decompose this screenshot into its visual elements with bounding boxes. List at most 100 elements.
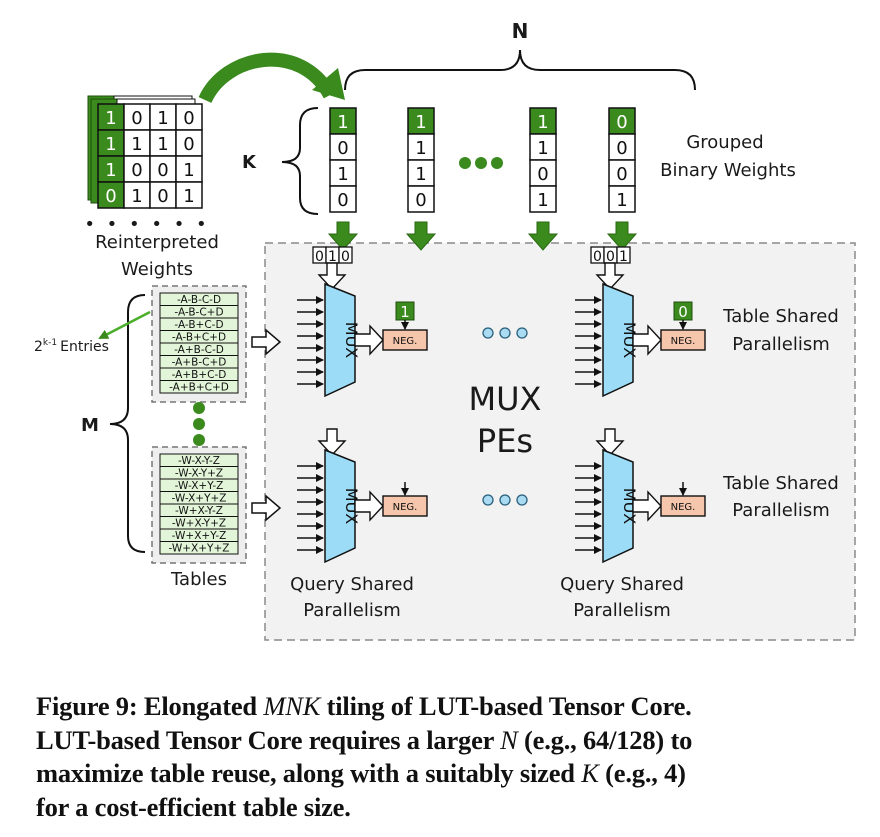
tables-label: Tables [170, 569, 227, 590]
table-top-entry: -A+B-C+D [172, 357, 227, 369]
transfer-arrow [198, 52, 337, 104]
weights-matrix-value: 1 [105, 160, 116, 181]
table-shared-label-top-1: Table Shared [722, 306, 839, 327]
weights-matrix-value: 1 [183, 160, 194, 181]
green-down-arrow-icon [606, 221, 638, 251]
grouped-binary-weights-label-1: Grouped [686, 132, 763, 153]
table-bottom-entry: -W-X+Y-Z [175, 480, 224, 492]
weights-matrix-cell [149, 181, 177, 209]
weights-matrix-value: 0 [157, 186, 168, 207]
grouped-weight-value: 1 [337, 164, 348, 185]
mux-block [602, 448, 634, 564]
table-bottom-entry: -W+X-Y+Z [172, 518, 226, 530]
mux-label: MUX [342, 322, 361, 359]
neg-sign-bit-value: 0 [678, 303, 688, 321]
grouped-weight-cell [608, 107, 636, 135]
green-down-arrow-icon [327, 221, 359, 251]
transfer-arrow-head [312, 68, 345, 100]
grouped-weight-cell [608, 185, 636, 213]
table-top-entry: -A-B+C+D [172, 332, 226, 344]
grouped-weight-cell [529, 133, 557, 161]
table-bottom-entry: -W-X-Y-Z [178, 455, 220, 467]
neg-label: NEG. [393, 336, 418, 347]
grouped-weight-cell [529, 159, 557, 187]
neg-label: NEG. [671, 336, 696, 347]
mux-block [602, 282, 634, 398]
caption-line1-suffix: tiling of LUT-based Tensor Core. [320, 691, 692, 721]
grouped-binary-weights-label-2: Binary Weights [660, 160, 796, 181]
grouped-weight-cell [407, 185, 435, 213]
weights-matrix-value: 1 [105, 108, 116, 129]
weights-matrix-value: 1 [183, 186, 194, 207]
mux-select-bit-value: 0 [593, 249, 602, 265]
grouped-weight-value: 0 [616, 112, 627, 133]
caption-line-1: Figure 9: Elongated MNK tiling of LUT-ba… [36, 690, 876, 724]
caption-line-2: LUT-based Tensor Core requires a larger … [36, 724, 876, 758]
weights-matrix-value: 1 [131, 186, 142, 207]
weights-matrix-value: 0 [183, 134, 194, 155]
figure-caption: Figure 9: Elongated MNK tiling of LUT-ba… [36, 690, 876, 824]
weights-matrix-value: 0 [157, 160, 168, 181]
mux-pes-title-1: MUX [469, 380, 542, 418]
mux-select-bit-value: 1 [328, 249, 337, 265]
select-down-arrow-icon [317, 262, 347, 291]
weights-matrix-value: 1 [157, 134, 168, 155]
neg-label: NEG. [671, 502, 696, 513]
table-bottom-entry: -W-X-Y+Z [175, 468, 223, 480]
mux-label: MUX [342, 488, 361, 525]
grouped-weight-value: 0 [337, 190, 348, 211]
grouped-weight-cell [407, 107, 435, 135]
caption-text: (e.g., 4) [598, 758, 686, 788]
caption-text: maximize table reuse, along with a suita… [36, 758, 582, 788]
m-label: M [81, 415, 99, 436]
mux-select-bit-value: 0 [341, 249, 350, 265]
table-top-entry: -A+B+C+D [169, 382, 229, 394]
table-vertical-dots [193, 402, 205, 446]
mux-select-bit-value: 1 [619, 249, 628, 265]
caption-text: LUT-based Tensor Core requires a larger [36, 724, 501, 755]
caption-line-4: for a cost-efficient table size. [36, 791, 351, 822]
weights-matrix-cell [175, 155, 203, 183]
mux-block [324, 282, 356, 398]
caption-n: N [500, 724, 518, 755]
weights-matrix-value: 0 [105, 186, 116, 207]
grouped-weight-cell [329, 107, 357, 135]
grouped-weight-value: 1 [537, 190, 548, 211]
mux-output-arrow-icon [632, 324, 662, 356]
grouped-weight-value: 0 [415, 190, 426, 211]
grouped-weight-value: 0 [616, 164, 627, 185]
table-top-entry: -A-B+C-D [174, 319, 223, 331]
table-top-entry: -A+B+C-D [172, 369, 227, 381]
weights-matrix-cell [175, 129, 203, 157]
neg-block [660, 495, 706, 517]
table-top-row [159, 380, 239, 394]
green-down-arrow-icon [405, 221, 437, 251]
mux-label: MUX [620, 322, 639, 359]
weights-matrix-value: 0 [131, 160, 142, 181]
m-brace [109, 294, 146, 553]
mux-select-bit-value: 0 [315, 249, 324, 265]
mux-pe-panel [264, 242, 856, 641]
reinterpreted-weights-label-1: Reinterpreted [95, 232, 219, 253]
table-shared-label-bottom-2: Parallelism [732, 500, 830, 521]
column-ellipsis-dots [459, 157, 503, 169]
grouped-weight-cell [608, 159, 636, 187]
mux-select-bit-cell [616, 246, 631, 264]
grouped-weight-value: 0 [537, 164, 548, 185]
grouped-weight-value: 1 [537, 138, 548, 159]
grouped-weight-cell [529, 185, 557, 213]
table-bottom-entry: -W+X+Y-Z [172, 530, 227, 542]
lookup-tables: -A-B-C-D-A-B-C+D-A-B+C-D-A-B+C+D-A+B-C-D… [151, 285, 282, 564]
mux-select-bit-cell [338, 246, 353, 264]
neg-label: NEG. [393, 502, 418, 513]
table-bottom-entry: -W-X+Y+Z [172, 493, 227, 505]
select-down-arrow-icon [317, 428, 347, 457]
entries-pointer-arrow [98, 310, 151, 340]
weights-matrix-value: 0 [131, 108, 142, 129]
caption-text: (e.g., 64/128) to [517, 724, 693, 755]
n-label: N [512, 19, 529, 43]
table-to-pe-arrow-icon [251, 494, 282, 522]
